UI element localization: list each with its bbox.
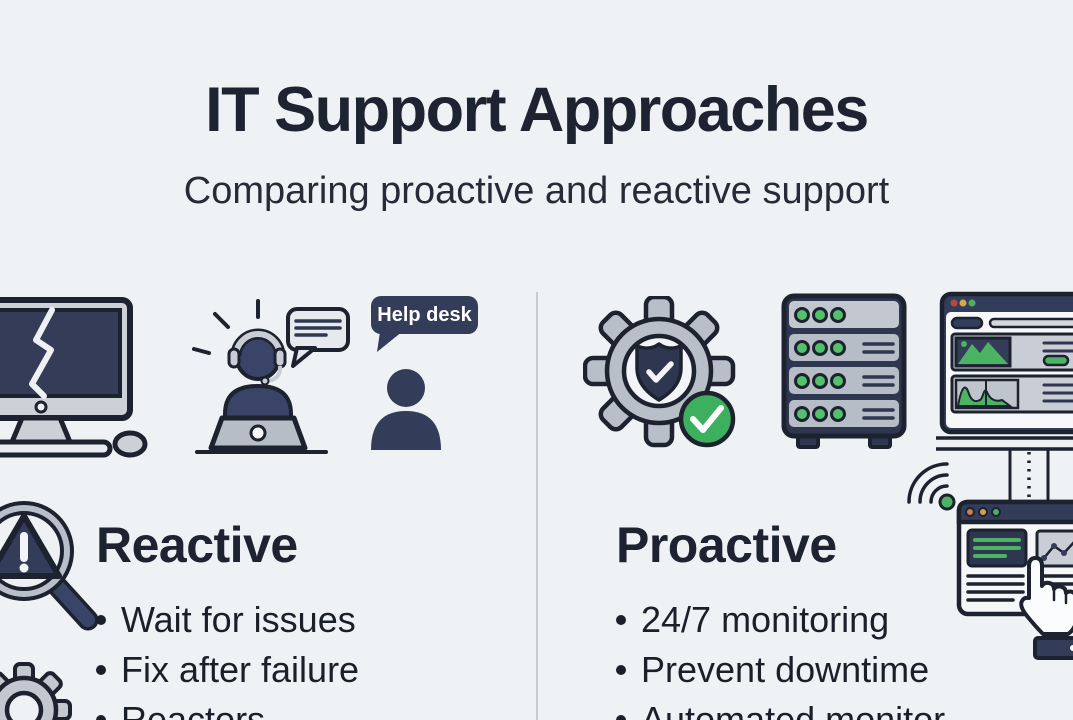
bullet-dot	[96, 615, 106, 625]
page-title: IT Support Approaches	[205, 75, 869, 145]
broken-computer-icon	[0, 297, 148, 458]
chat-bubble-icon	[286, 307, 350, 368]
page-subtitle: Comparing proactive and reactive support	[183, 170, 890, 212]
help-desk-label: Help desk	[371, 296, 478, 334]
shield-icon	[635, 342, 683, 402]
hand-cursor-icon	[1019, 556, 1073, 660]
bullet-dot	[616, 615, 626, 625]
bullet-text: Wait for issues	[121, 599, 356, 640]
bullet-dot	[616, 665, 626, 675]
reactive-bullet-2: Fix after failure	[96, 648, 359, 692]
reactive-heading: Reactive	[96, 517, 298, 573]
reactive-bullet-3: Reactors	[96, 698, 265, 720]
gear-icon	[0, 662, 72, 720]
bullet-dot	[616, 715, 626, 720]
warning-magnifier-icon	[0, 501, 99, 631]
support-agent-icon	[192, 299, 350, 454]
monitoring-dashboard-icon	[936, 291, 1073, 506]
help-desk-label-text: Help desk	[377, 303, 472, 326]
proactive-heading: Proactive	[616, 517, 837, 573]
help-desk-person-icon	[371, 369, 441, 450]
check-badge-icon	[678, 390, 736, 448]
wifi-signal-icon	[907, 462, 956, 511]
bullet-text: Fix after failure	[121, 649, 360, 690]
bullet-text: Reactors	[121, 699, 266, 720]
proactive-bullet-3: Automated monitor	[616, 698, 945, 720]
bullet-text: Automated monitor	[641, 699, 946, 720]
analytics-browser-icon	[956, 499, 1073, 660]
server-rack-icon	[781, 293, 907, 449]
reactive-bullet-1: Wait for issues	[96, 598, 356, 642]
column-divider	[536, 292, 538, 720]
proactive-bullet-1: 24/7 monitoring	[616, 598, 889, 642]
bullet-text: 24/7 monitoring	[641, 599, 890, 640]
gear-shield-check-icon	[583, 296, 736, 448]
bullet-dot	[96, 715, 106, 720]
bullet-text: Prevent downtime	[641, 649, 930, 690]
proactive-bullet-2: Prevent downtime	[616, 648, 929, 692]
bullet-dot	[96, 665, 106, 675]
